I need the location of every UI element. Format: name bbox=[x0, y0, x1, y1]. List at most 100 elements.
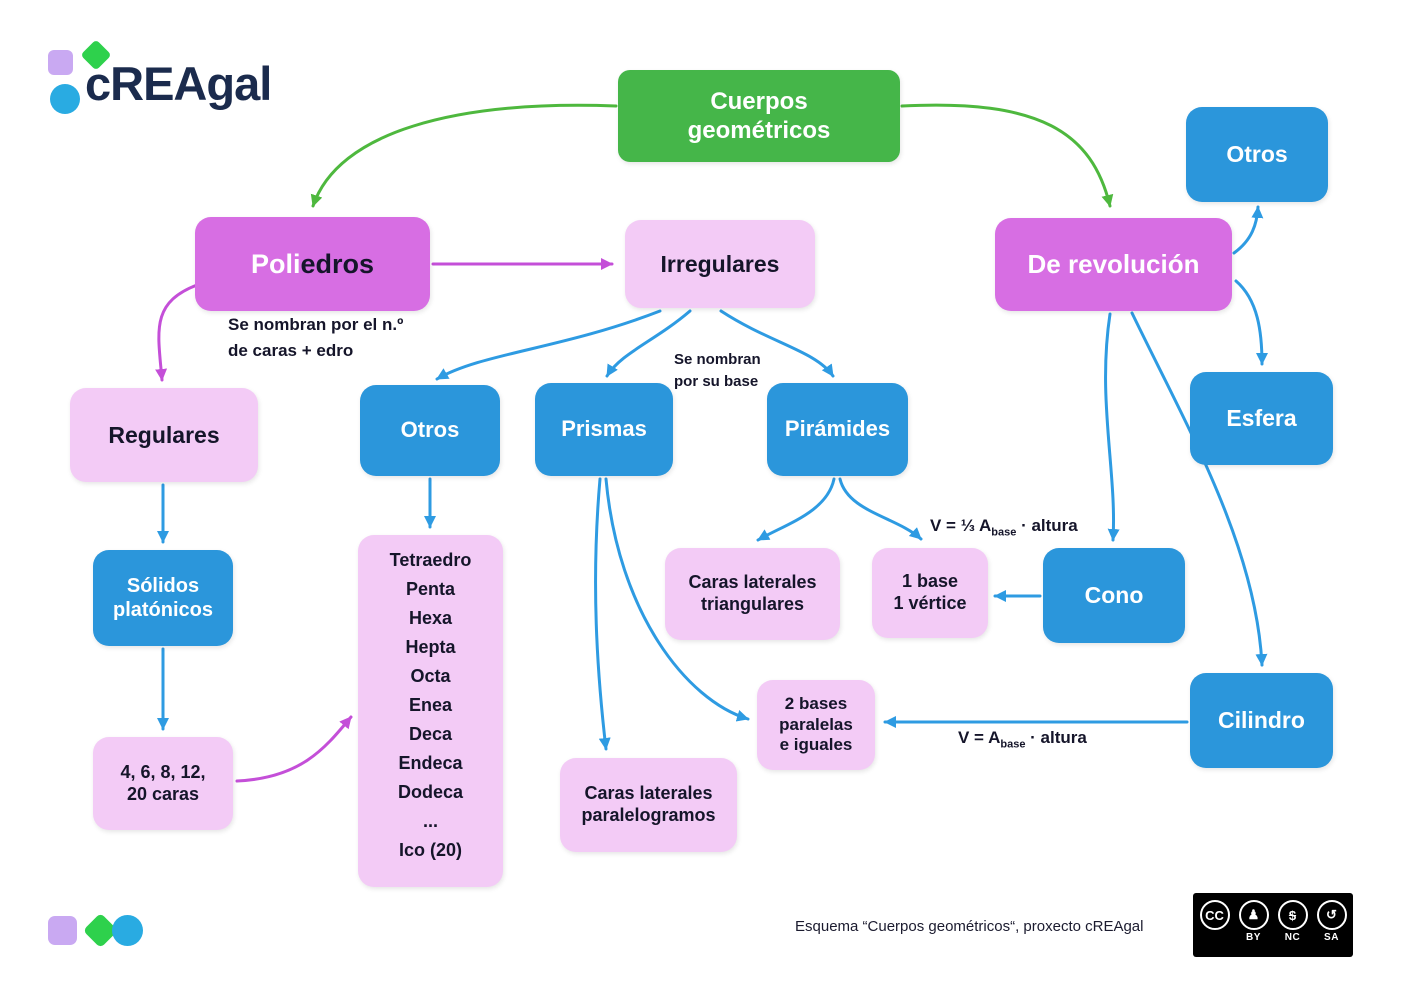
arrow-piramides-to-triangulares bbox=[756, 477, 836, 542]
node-label: Caras laterales bbox=[584, 783, 713, 804]
node-otros-revolucion: Otros bbox=[1186, 107, 1328, 202]
node-regulares: Regulares bbox=[70, 388, 258, 482]
formula-text: V = A bbox=[958, 728, 1001, 747]
arrow-piramides-to-basevertice bbox=[838, 477, 923, 541]
list-item: Deca bbox=[408, 724, 453, 744]
node-label: 20 caras bbox=[126, 783, 200, 804]
formula-volumen-cilindro: V = Abase · altura bbox=[958, 728, 1087, 750]
node-label: Cuerpos bbox=[710, 87, 808, 115]
arrow-irregulares-to-otros bbox=[435, 309, 662, 381]
note-base-naming: Se nombran por su base bbox=[674, 349, 761, 393]
list-item: Endeca bbox=[398, 753, 463, 773]
node-label: 1 base bbox=[901, 571, 959, 592]
arrow-poliedros-to-regulares bbox=[155, 283, 199, 382]
arrow-derevolucion-to-cono bbox=[1104, 312, 1120, 542]
node-label: Sólidos bbox=[126, 574, 200, 597]
node-label: geométricos bbox=[687, 117, 831, 144]
node-dos-bases-paralelas: 2 bases paralelas e iguales bbox=[757, 680, 875, 770]
logo-square-icon bbox=[48, 50, 73, 75]
node-label: 1 vértice bbox=[893, 593, 967, 613]
node-cuerpos-geometricos: Cuerpos geométricos bbox=[618, 70, 900, 162]
formula-text: · altura bbox=[1016, 516, 1078, 535]
node-label: platónicos bbox=[112, 599, 213, 621]
logo-circle-icon bbox=[50, 84, 80, 114]
cc-glyph: CC bbox=[1199, 900, 1230, 930]
footer-credit: Esquema “Cuerpos geométricos“, proxecto … bbox=[795, 918, 1144, 935]
arrow-cuerpos-to-derevolucion bbox=[900, 103, 1114, 208]
cc-license-badge: CC ♟ BY $ NC ↺ SA bbox=[1193, 893, 1353, 957]
arrow-cuerpos-to-poliedros bbox=[310, 103, 618, 208]
list-item: Penta bbox=[405, 579, 456, 599]
node-lista-poliedros: Tetraedro Penta Hexa Hepta Octa Enea Dec… bbox=[358, 535, 503, 887]
footer-brand-shapes bbox=[48, 912, 148, 949]
node-cono: Cono bbox=[1043, 548, 1185, 643]
node-de-revolucion: De revolución bbox=[995, 218, 1232, 311]
list-item: Ico (20) bbox=[398, 840, 463, 860]
node-caras-paralelogramos: Caras laterales paralelogramos bbox=[560, 758, 737, 852]
node-otros-poliedros: Otros bbox=[360, 385, 500, 476]
node-cilindro: Cilindro bbox=[1190, 673, 1333, 768]
non-commercial-icon: $ NC bbox=[1277, 900, 1309, 943]
attribution-icon: ♟ BY bbox=[1238, 900, 1270, 943]
arrow-caras-to-lista bbox=[235, 715, 353, 783]
node-label: triangulares bbox=[700, 594, 805, 614]
node-label: Otros bbox=[1226, 141, 1288, 168]
node-label: e iguales bbox=[779, 735, 853, 755]
node-label-part2: edros bbox=[300, 248, 375, 279]
arrow-derevolucion-to-otros bbox=[1232, 205, 1264, 255]
node-una-base-un-vertice: 1 base 1 vértice bbox=[872, 548, 988, 638]
by-glyph: ♟ bbox=[1238, 900, 1269, 930]
arrow-prismas-to-paralelogramos bbox=[594, 477, 611, 751]
node-label: Pirámides bbox=[784, 416, 891, 442]
node-caras-regulares: 4, 6, 8, 12, 20 caras bbox=[93, 737, 233, 830]
node-solidos-platonicos: Sólidos platónicos bbox=[93, 550, 233, 646]
node-label: Cilindro bbox=[1218, 707, 1305, 734]
node-label: Prismas bbox=[561, 416, 647, 442]
nc-label: NC bbox=[1284, 932, 1301, 943]
arrow-derevolucion-to-esfera bbox=[1234, 279, 1268, 366]
list-item: Dodeca bbox=[397, 782, 464, 802]
circle-icon bbox=[112, 915, 143, 946]
list-item: ... bbox=[422, 811, 438, 831]
node-label-part1: Poli bbox=[250, 248, 301, 279]
formula-subscript: base bbox=[991, 526, 1017, 539]
logo-wordmark: cREAgal bbox=[85, 57, 272, 110]
node-label: Regulares bbox=[108, 421, 220, 448]
note-line: de caras + edro bbox=[228, 340, 354, 360]
formula-text: V = ⅓ A bbox=[930, 516, 992, 535]
node-label: Otros bbox=[400, 417, 460, 443]
note-line: por su base bbox=[674, 372, 759, 390]
creagal-logo: cREAgal bbox=[45, 39, 345, 130]
node-esfera: Esfera bbox=[1190, 372, 1333, 465]
cc-icon: CC bbox=[1199, 900, 1231, 932]
sa-glyph: ↺ bbox=[1316, 900, 1347, 930]
node-label: Caras laterales bbox=[688, 572, 817, 593]
note-line: Se nombran por el n.º bbox=[228, 315, 404, 334]
node-label: De revolución bbox=[1027, 248, 1200, 279]
note-poliedros-naming: Se nombran por el n.º de caras + edro bbox=[228, 312, 403, 363]
formula-text: · altura bbox=[1025, 728, 1087, 747]
list-item: Hexa bbox=[408, 608, 453, 628]
node-label: Esfera bbox=[1226, 405, 1297, 432]
nc-glyph-char: $ bbox=[1288, 907, 1297, 923]
node-prismas: Prismas bbox=[535, 383, 673, 476]
sa-label: SA bbox=[1324, 932, 1339, 943]
node-label: paralelogramos bbox=[581, 805, 716, 825]
note-line: Se nombran bbox=[674, 351, 761, 368]
node-label: Irregulares bbox=[660, 250, 780, 277]
node-label: 2 bases bbox=[784, 693, 848, 713]
by-label: BY bbox=[1246, 932, 1261, 943]
formula-volumen-cono: V = ⅓ Abase · altura bbox=[930, 516, 1078, 538]
node-irregulares: Irregulares bbox=[625, 220, 815, 308]
list-item: Hepta bbox=[405, 637, 456, 657]
node-label: 4, 6, 8, 12, bbox=[120, 761, 206, 782]
nc-glyph: $ bbox=[1277, 900, 1308, 930]
list-item: Octa bbox=[410, 666, 451, 686]
node-label: Cono bbox=[1084, 582, 1144, 609]
square-icon bbox=[48, 916, 77, 945]
share-alike-icon: ↺ SA bbox=[1316, 900, 1348, 943]
formula-subscript: base bbox=[1000, 738, 1026, 751]
list-item: Tetraedro bbox=[389, 550, 472, 570]
node-caras-triangulares: Caras laterales triangulares bbox=[665, 548, 840, 640]
